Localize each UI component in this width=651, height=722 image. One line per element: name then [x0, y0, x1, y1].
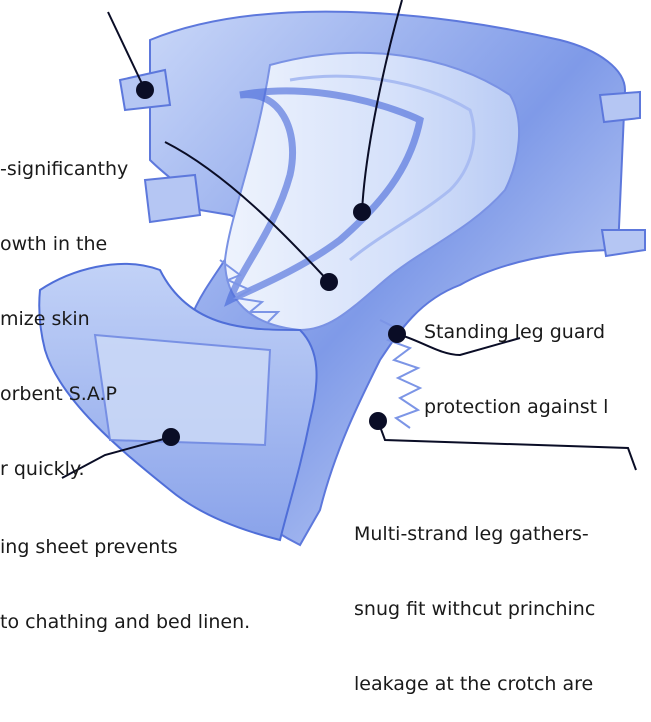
- callout-dot-back-sheet: [162, 428, 180, 446]
- callout-dot-core: [320, 273, 338, 291]
- callout-leg-guards-line: Standing leg guard: [424, 320, 608, 345]
- callout-dot-leg-gathers: [369, 412, 387, 430]
- callout-core-line: orbent S.A.P: [0, 382, 128, 407]
- callout-back-sheet-text: ing sheet prevents to chathing and bed l…: [0, 485, 250, 660]
- callout-leg-gathers-text: Multi-strand leg gathers- snug fit withc…: [354, 472, 595, 722]
- callout-dot-leg-guards: [388, 325, 406, 343]
- callout-leg-gathers-line: Multi-strand leg gathers-: [354, 522, 595, 547]
- callout-leg-gathers-line: leakage at the crotch are: [354, 672, 595, 697]
- callout-core-line: r quickly.: [0, 457, 128, 482]
- callout-leg-gathers-line: snug fit withcut princhinc: [354, 597, 595, 622]
- callout-core-line: mize skin: [0, 307, 128, 332]
- callout-dot-tape-tab: [136, 81, 154, 99]
- callout-dot-top-sheet: [353, 203, 371, 221]
- callout-core-line: -significanthy: [0, 157, 128, 182]
- callout-back-sheet-line: ing sheet prevents: [0, 535, 250, 560]
- callout-core-line: owth in the: [0, 232, 128, 257]
- side-tab-left-lower: [145, 175, 200, 222]
- callout-core-text: -significanthy owth in the mize skin orb…: [0, 107, 128, 507]
- side-tab-right-upper: [600, 92, 640, 122]
- callout-leg-guards-text: Standing leg guard protection against l: [424, 270, 608, 445]
- callout-back-sheet-line: to chathing and bed linen.: [0, 610, 250, 635]
- side-tab-right-lower: [602, 230, 645, 256]
- callout-leg-guards-line: protection against l: [424, 395, 608, 420]
